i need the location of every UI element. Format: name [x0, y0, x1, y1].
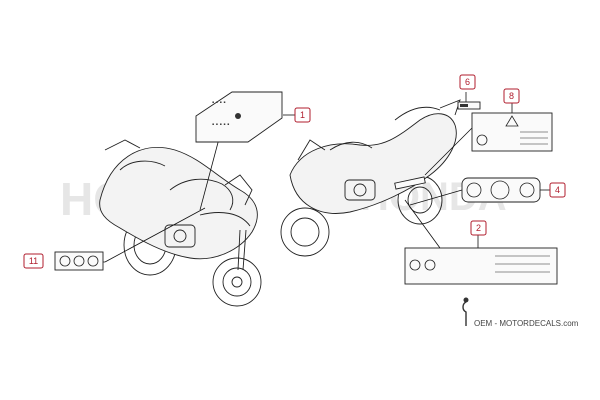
callout-label: 1 — [300, 110, 305, 120]
callout-6: 6 — [459, 74, 476, 90]
callout-label: 8 — [509, 91, 514, 101]
callout-2: 2 — [470, 220, 487, 236]
decal-6-bar — [457, 101, 481, 110]
svg-text:▪ ▪ ▪ ▪: ▪ ▪ ▪ ▪ — [212, 100, 226, 106]
callout-4: 4 — [549, 182, 566, 198]
callout-1: 1 — [294, 107, 311, 123]
callout-label: 6 — [465, 77, 470, 87]
callout-label: 4 — [555, 185, 560, 195]
callout-8: 8 — [503, 88, 520, 104]
callout-11: 11 — [23, 253, 44, 269]
leader-lines — [75, 92, 550, 263]
callout-label: 11 — [29, 256, 38, 266]
decal-2-info-label — [404, 247, 558, 285]
callout-label: 2 — [476, 223, 481, 233]
motorcycle-left — [99, 139, 262, 307]
svg-text:▪ ▪ ▪ ▪ ▪: ▪ ▪ ▪ ▪ ▪ — [212, 122, 229, 128]
decal-1-diamond-label: ▪ ▪ ▪ ▪ ▪ ▪ ▪ ▪ ▪ — [195, 91, 283, 143]
decal-4-pictogram-strip — [461, 177, 541, 203]
decal-11-pictogram-label — [54, 251, 104, 271]
decal-8-warning-label — [471, 112, 553, 152]
watermark-logo-icon — [462, 297, 469, 326]
watermark-text: OEM - MOTORDECALS.com — [474, 319, 579, 328]
motorcycle-right — [280, 99, 461, 257]
